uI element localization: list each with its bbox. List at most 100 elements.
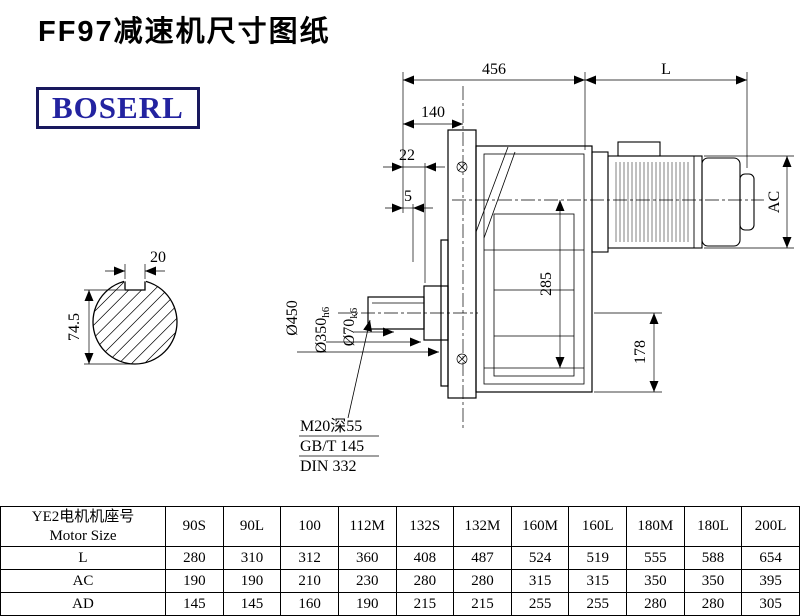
size-value: 315 [568,569,627,593]
column-header-160l: 160L [568,506,627,547]
dim-keyway-lines [105,264,165,279]
size-value: 160 [280,592,339,616]
output-shaft [367,296,425,330]
size-value: 654 [741,546,800,570]
dim-key-height: 74.5 [66,313,83,341]
spigot-dia-tolerance: h6 [320,306,332,318]
motor-size-header-en: Motor Size [49,527,117,544]
size-value: 215 [453,592,512,616]
column-header-180l: 180L [683,506,743,547]
column-header-90s: 90S [165,506,224,547]
boserl-logo-text: BOSERL [52,90,184,125]
size-value: 255 [510,592,570,616]
size-value: 255 [568,592,627,616]
shaft-dia-tolerance: k6 [348,307,360,319]
motor-adapter [591,151,609,253]
size-value: 280 [626,592,685,616]
row-label-l: L [0,546,166,570]
dim-140: 140 [421,104,445,121]
size-value: 524 [510,546,570,570]
motor-fins [615,162,689,242]
size-value: 280 [165,546,224,570]
note-tap-hole: M20深55 [300,417,362,435]
size-value: 145 [222,592,282,616]
dim-178: 178 [632,340,649,364]
fan-end-cap [739,173,755,231]
output-flange [447,129,477,399]
row-label-ad: AD [0,592,166,616]
column-header-160m: 160M [510,506,570,547]
size-value: 588 [683,546,743,570]
size-value: 315 [510,569,570,593]
size-value: 190 [165,569,224,593]
size-value: 215 [395,592,455,616]
shaft-end-view [84,264,178,365]
keyway [124,281,146,291]
size-value: 408 [395,546,455,570]
note-standard-din: DIN 332 [300,458,356,475]
boserl-logo: BOSERL [36,87,200,129]
size-value: 395 [741,569,800,593]
size-value: 305 [741,592,800,616]
gearbox-body [367,129,593,399]
size-value: 145 [165,592,224,616]
column-header-132s: 132S [395,506,455,547]
column-header-112m: 112M [337,506,397,547]
column-header-100: 100 [280,506,339,547]
reducer-dimension-drawing: 20 74.5 [66,61,794,475]
dim-shaft-diameter: Ø70k6 [341,307,360,346]
size-value: 310 [222,546,282,570]
dim-ac: AC [766,191,783,213]
centerlines [338,86,764,430]
column-header-200l: 200L [741,506,800,547]
dim-285: 285 [538,272,555,296]
size-value: 350 [626,569,685,593]
size-value: 360 [337,546,397,570]
hatching [92,280,178,365]
dim-keyway-width: 20 [150,249,166,266]
diameter-leader-lines [297,327,439,357]
size-value: 210 [280,569,339,593]
spigot-dia-value: Ø350 [313,318,330,354]
size-value: 312 [280,546,339,570]
row-label-ac: AC [0,569,166,593]
motor-size-header-cn: YE2电机机座号 [31,508,135,525]
vertical-dimension-lines [555,155,794,393]
size-value: 555 [626,546,685,570]
size-value: 230 [337,569,397,593]
dim-5: 5 [404,188,412,205]
flange-bolt-symbol-top [456,161,468,173]
dim-spigot-diameter: Ø350h6 [313,306,332,353]
page-title: FF97减速机尺寸图纸 [38,16,331,48]
size-value: 280 [395,569,455,593]
column-header-132m: 132M [453,506,512,547]
shaft-dia-value: Ø70 [341,319,358,347]
dim-22: 22 [399,147,415,164]
note-standard-gb: GB/T 145 [300,438,364,455]
column-header-90l: 90L [222,506,282,547]
size-value: 190 [222,569,282,593]
housing-internals [475,146,585,385]
motor-size-header-cell: YE2电机机座号 Motor Size [0,506,166,547]
dim-key-height-lines [84,289,133,365]
size-value: 487 [453,546,512,570]
dim-motor-length: L [661,61,671,78]
size-value: 350 [683,569,743,593]
terminal-box [617,141,661,157]
dim-overall-length: 456 [482,61,506,78]
size-value: 280 [453,569,512,593]
housing-outline [475,145,593,393]
motor [591,141,755,253]
size-value: 519 [568,546,627,570]
tap-hole-note-lines [299,319,379,457]
size-value: 190 [337,592,397,616]
top-dimension-lines [383,72,748,283]
column-header-180m: 180M [626,506,685,547]
fan-cover [701,157,741,247]
flange-bolt-symbol-bottom [456,353,468,365]
